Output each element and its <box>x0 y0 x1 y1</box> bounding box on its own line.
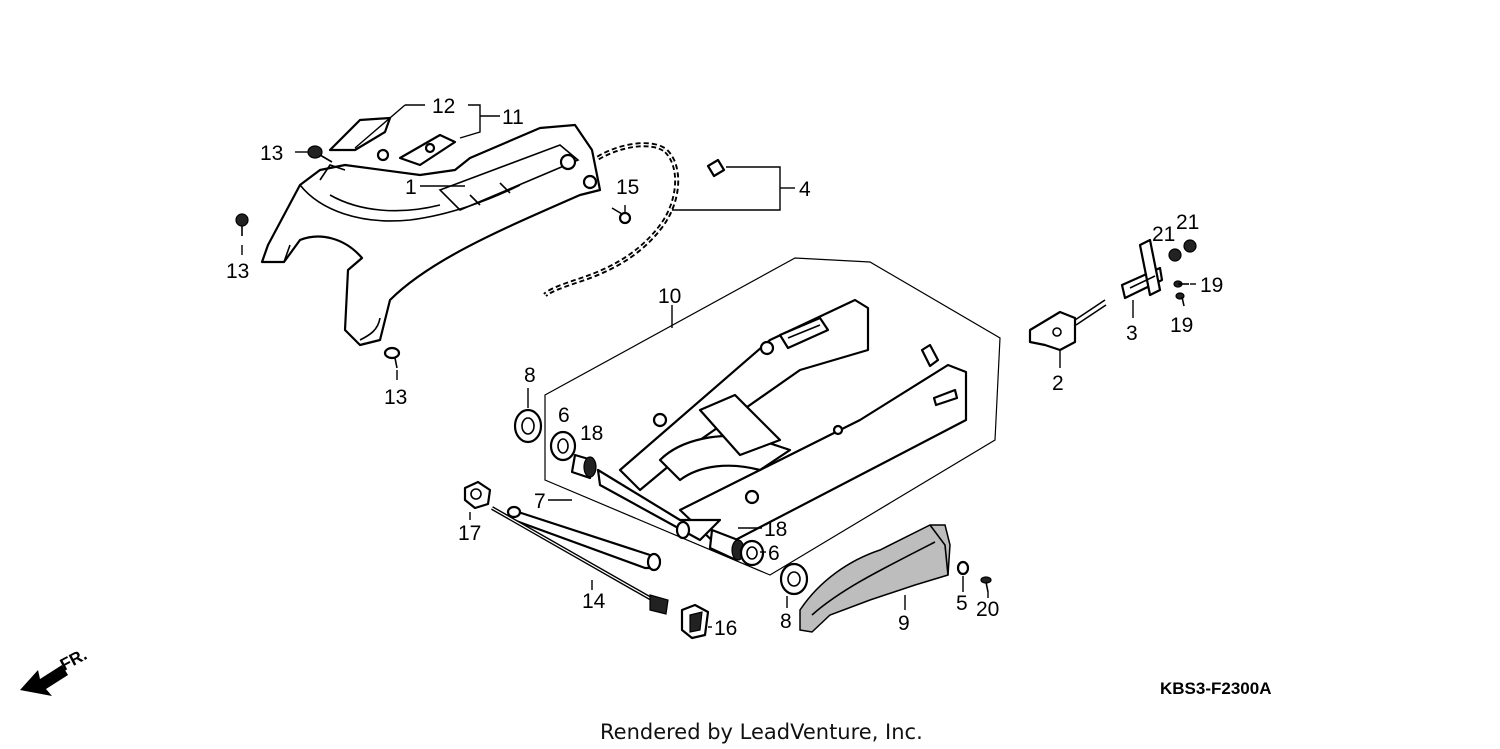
callout-6-top: 6 <box>558 404 570 427</box>
callout-5: 5 <box>956 592 968 615</box>
callout-14: 14 <box>582 590 606 613</box>
callout-21-a: 21 <box>1152 223 1175 246</box>
callout-6-bottom: 6 <box>768 542 780 565</box>
leader-lines <box>241 104 1196 628</box>
callout-3: 3 <box>1126 322 1138 345</box>
nut-21a <box>1168 248 1182 262</box>
bearing-18b <box>708 528 745 562</box>
bearing-18a <box>570 453 597 480</box>
callout-8-bottom: 8 <box>780 610 792 633</box>
callout-9: 9 <box>898 612 910 635</box>
callout-8-top: 8 <box>524 364 536 387</box>
bolt-13-bottom <box>383 346 401 369</box>
callout-21-b: 21 <box>1176 211 1199 234</box>
chain-slider-9 <box>799 524 951 633</box>
callout-13-top: 13 <box>260 142 283 165</box>
dust-seal-8b <box>779 562 809 596</box>
nut-21b <box>1183 239 1197 253</box>
diagram-code: KBS3-F2300A <box>1160 679 1272 698</box>
bushing-6b <box>739 539 765 567</box>
callout-7: 7 <box>534 490 546 513</box>
bushing-6a <box>549 430 577 462</box>
callout-13-left: 13 <box>226 260 249 283</box>
chain-adjuster-2 <box>1028 299 1107 352</box>
pivot-bolt-14 <box>491 506 669 615</box>
callout-labels: 12 11 13 1 15 4 13 13 10 21 21 19 3 19 2… <box>226 95 1223 640</box>
cap-16 <box>680 603 710 640</box>
chain-joint-4 <box>706 158 726 178</box>
callout-10: 10 <box>658 285 681 308</box>
rendered-by-footer: Rendered by LeadVenture, Inc. <box>600 720 923 744</box>
bolt-13-top <box>307 145 333 163</box>
bracket-12 <box>328 116 457 167</box>
callout-12: 12 <box>432 95 455 118</box>
bolt-13-left <box>235 213 249 236</box>
callout-2: 2 <box>1052 372 1064 395</box>
swingarm <box>544 257 1001 576</box>
dust-seal-8a <box>513 408 543 444</box>
callout-11: 11 <box>502 106 524 129</box>
callout-16: 16 <box>714 617 737 640</box>
callout-19-b: 19 <box>1170 314 1193 337</box>
callout-18-bottom: 18 <box>764 518 787 541</box>
callout-15: 15 <box>616 176 639 199</box>
bolt-19b <box>1175 292 1185 307</box>
drive-chain <box>543 142 680 297</box>
bolt-15 <box>611 207 632 225</box>
callout-18-top: 18 <box>580 422 603 445</box>
screw-20 <box>980 576 992 593</box>
washer-5 <box>956 560 970 576</box>
chain-adjuster-3 <box>1120 238 1164 300</box>
front-direction-arrow: FR. <box>20 645 90 696</box>
callout-1: 1 <box>405 176 417 199</box>
bolt-19a <box>1173 280 1189 288</box>
callout-17: 17 <box>458 522 481 545</box>
callout-20: 20 <box>976 598 999 621</box>
callout-19-a: 19 <box>1200 274 1223 297</box>
callout-4: 4 <box>799 178 811 201</box>
callout-13-bottom: 13 <box>384 386 407 409</box>
chain-case-fender <box>260 123 602 347</box>
nut-17 <box>463 480 492 510</box>
